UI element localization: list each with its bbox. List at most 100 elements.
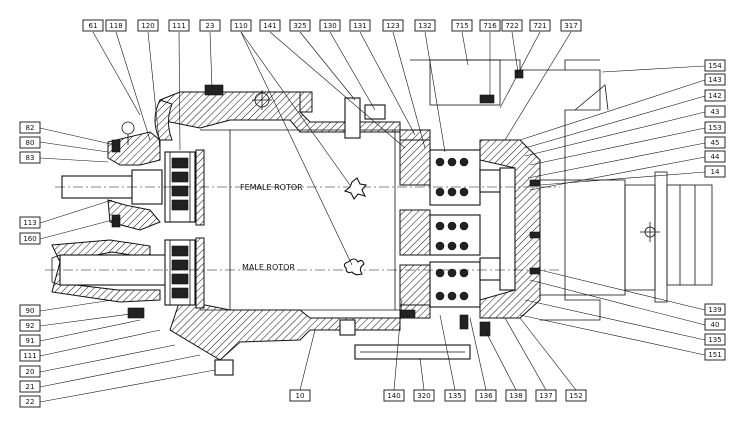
callout-131: 131	[349, 19, 371, 32]
callout-number: 132	[418, 22, 431, 30]
callout-box	[704, 333, 726, 346]
inlet-bearings	[164, 149, 205, 309]
callout-123: 123	[382, 19, 404, 32]
callout-23: 23	[199, 19, 221, 32]
callout-153: 153	[704, 121, 726, 134]
callout-box	[565, 389, 587, 402]
callout-number: 113	[23, 219, 36, 227]
callout-number: 317	[564, 22, 577, 30]
callout-number: 152	[569, 392, 582, 400]
callout-box	[168, 19, 190, 32]
callout-716: 716	[479, 19, 501, 32]
male-rotor-profile	[343, 258, 365, 276]
callout-number: 82	[26, 124, 35, 132]
callout-45: 45	[704, 136, 726, 149]
callout-110: 110	[230, 19, 252, 32]
female-rotor-label: FEMALE ROTOR	[240, 183, 303, 192]
callout-135: 135	[704, 333, 726, 346]
callout-box	[319, 19, 341, 32]
callout-132: 132	[414, 19, 436, 32]
callout-number: 135	[708, 336, 721, 344]
callout-317: 317	[560, 19, 582, 32]
callout-box	[451, 19, 473, 32]
callout-box	[704, 73, 726, 86]
callout-320: 320	[413, 389, 435, 402]
callout-715: 715	[451, 19, 473, 32]
callout-number: 160	[23, 235, 36, 243]
callout-box	[259, 19, 281, 32]
drawing-body	[45, 59, 713, 376]
callout-number: 90	[26, 307, 35, 315]
main-housing	[51, 91, 541, 361]
callout-number: 715	[455, 22, 468, 30]
callout-325: 325	[289, 19, 311, 32]
callout-number: 92	[26, 322, 35, 330]
callout-number: 61	[89, 22, 98, 30]
callout-number: 123	[386, 22, 399, 30]
callout-number: 21	[26, 383, 35, 391]
callout-number: 721	[533, 22, 546, 30]
callout-111: 111	[19, 349, 41, 362]
callout-120: 120	[137, 19, 159, 32]
callout-box	[444, 389, 466, 402]
callout-135: 135	[444, 389, 466, 402]
callout-number: 143	[708, 76, 721, 84]
callout-box	[704, 150, 726, 163]
callout-number: 80	[26, 139, 35, 147]
callout-number: 151	[708, 351, 721, 359]
callout-box	[501, 19, 523, 32]
callout-box	[704, 121, 726, 134]
callout-box	[704, 303, 726, 316]
callout-91: 91	[19, 334, 41, 347]
callout-141: 141	[259, 19, 281, 32]
callout-box	[535, 389, 557, 402]
callout-113: 113	[19, 216, 41, 229]
callout-number: 139	[708, 306, 721, 314]
callout-box	[19, 151, 41, 164]
callout-box	[230, 19, 252, 32]
discharge-bearings	[399, 139, 516, 308]
callout-138: 138	[505, 389, 527, 402]
callout-111: 111	[168, 19, 190, 32]
callout-142: 142	[704, 89, 726, 102]
callout-box	[382, 19, 404, 32]
callout-number: 44	[711, 153, 720, 161]
callout-number: 135	[448, 392, 461, 400]
callout-90: 90	[19, 304, 41, 317]
callout-number: 118	[109, 22, 122, 30]
callout-151: 151	[704, 348, 726, 361]
callout-box	[529, 19, 551, 32]
callout-box	[19, 334, 41, 347]
callout-number: 111	[23, 352, 36, 360]
callout-box	[19, 136, 41, 149]
callout-number: 23	[206, 22, 215, 30]
callout-80: 80	[19, 136, 41, 149]
callout-box	[704, 318, 726, 331]
callout-61: 61	[82, 19, 104, 32]
callout-160: 160	[19, 232, 41, 245]
leader-lines	[39, 31, 706, 403]
callout-number: 83	[26, 154, 35, 162]
callout-box	[199, 19, 221, 32]
callout-box	[349, 19, 371, 32]
callout-box	[704, 105, 726, 118]
callout-number: 138	[509, 392, 522, 400]
callout-box	[137, 19, 159, 32]
callout-43: 43	[704, 105, 726, 118]
callout-box	[479, 19, 501, 32]
callout-number: 110	[234, 22, 247, 30]
callout-number: 14	[711, 168, 720, 176]
callout-box	[704, 89, 726, 102]
motor-outline	[410, 59, 713, 321]
callout-box	[19, 319, 41, 332]
callout-number: 722	[505, 22, 518, 30]
callout-14: 14	[704, 165, 726, 178]
callout-21: 21	[19, 380, 41, 393]
callout-box	[289, 389, 311, 402]
callout-152: 152	[565, 389, 587, 402]
callout-20: 20	[19, 365, 41, 378]
bolts	[111, 69, 541, 376]
callout-140: 140	[383, 389, 405, 402]
